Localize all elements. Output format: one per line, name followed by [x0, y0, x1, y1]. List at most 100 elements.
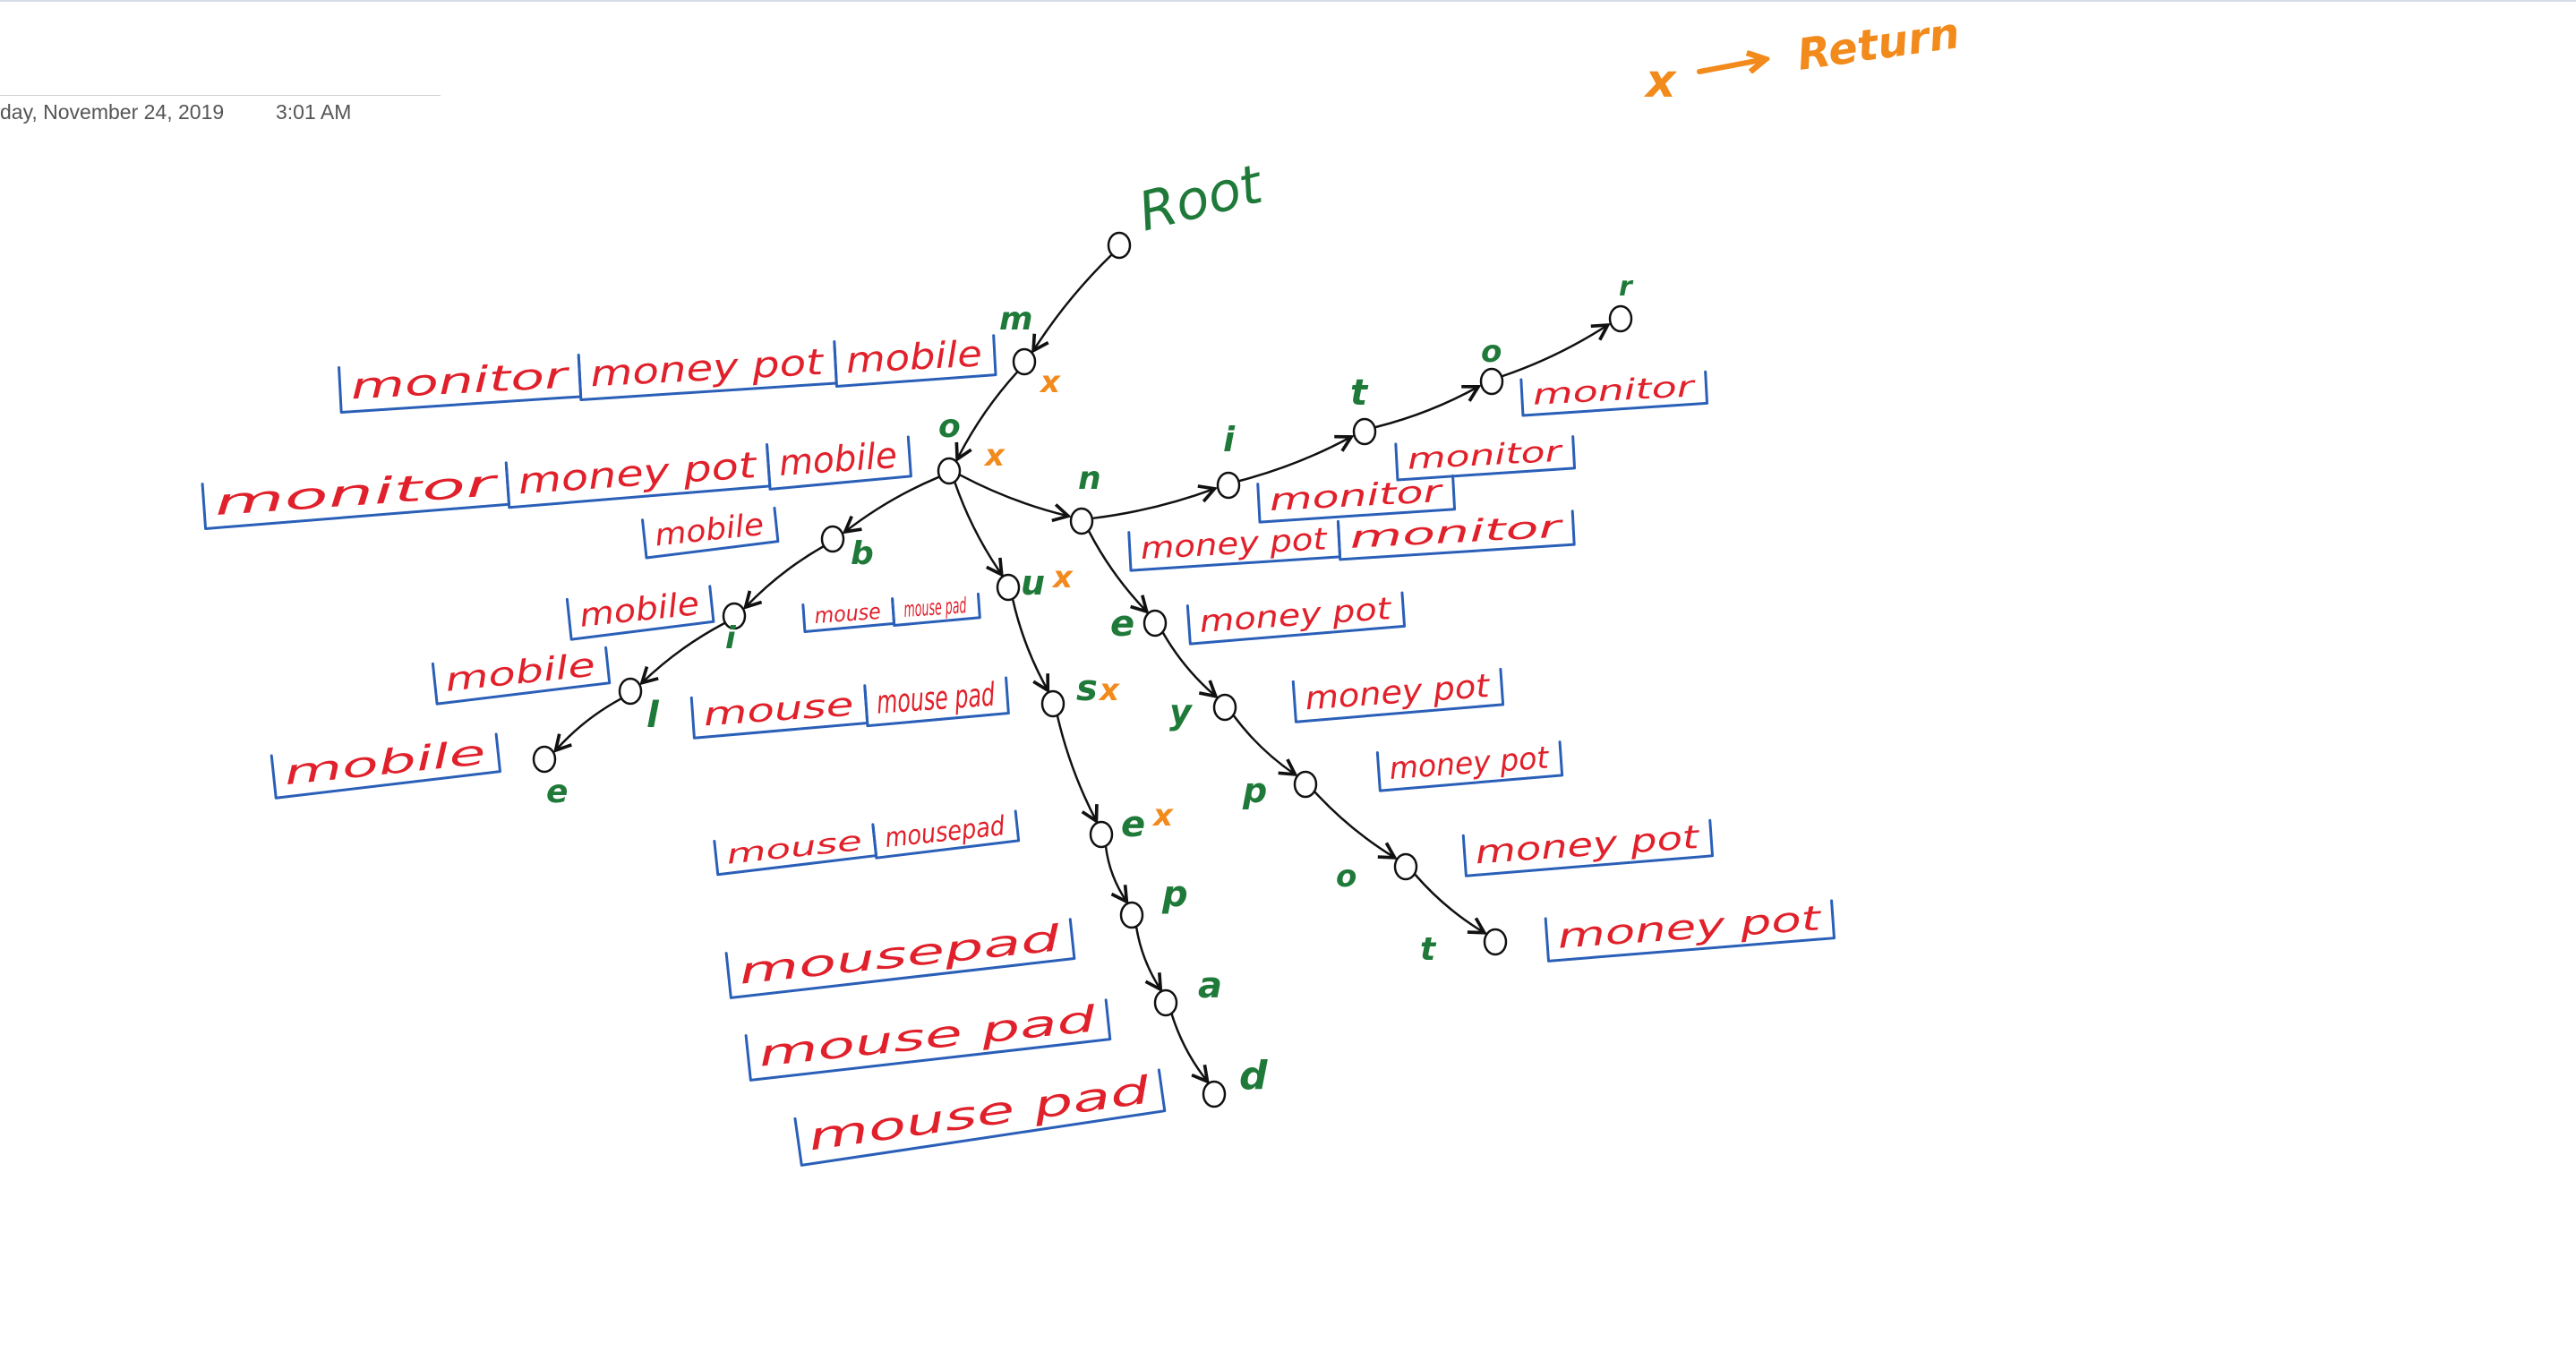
suggestion-word: monitor [1348, 509, 1564, 555]
trie-nodes [532, 231, 1633, 1108]
suggestion-list-l: mobile [431, 646, 612, 706]
suggestion-bracket [270, 732, 502, 800]
node-letter-m: m [999, 301, 1033, 338]
suggestion-word: mouse pad [806, 1068, 1153, 1159]
edge-e2-p1 [1104, 844, 1126, 902]
edge-s-e2 [1056, 714, 1097, 821]
node-d [1202, 1080, 1227, 1108]
edge-o3-t2 [1414, 873, 1485, 933]
node-letter-o: o [938, 408, 961, 445]
suggestion-word: mobile [777, 435, 898, 484]
node-letter-e2: e [1121, 804, 1145, 845]
suggestion-bracket [1375, 740, 1564, 792]
node-n [1069, 507, 1094, 535]
suggestion-word: monitor [213, 463, 501, 524]
trie-edges [556, 253, 1608, 1082]
suggestion-list-p1: mousepad [724, 918, 1076, 999]
suggestion-bracket [891, 592, 981, 627]
page-header: day, November 24, 2019 3:01 AM [0, 82, 441, 136]
node-letter-u: u [1021, 563, 1045, 603]
suggestion-bracket [1544, 899, 1836, 963]
node-letter-t2: t [1420, 931, 1437, 968]
suggestion-bracket [766, 435, 912, 491]
legend-arrow [1697, 59, 1766, 74]
node-letter-s: s [1076, 668, 1098, 709]
node-o2 [1479, 367, 1504, 396]
suggestion-word: monitor [1407, 434, 1564, 476]
node-letter-i1: i [725, 620, 737, 656]
node-letter-t1: t [1350, 372, 1369, 414]
suggestion-list-u: mouse mouse pad [801, 592, 981, 633]
node-t1 [1352, 417, 1377, 446]
node-o [937, 457, 962, 485]
node-i2 [1216, 471, 1241, 500]
node-letter-l: l [646, 695, 660, 736]
suggestion-bracket [1336, 509, 1576, 561]
node-letter-y: y [1169, 692, 1194, 732]
suggestion-list-t2: money pot [1544, 898, 1836, 963]
node-m [1012, 347, 1037, 376]
edge-y-p2 [1232, 715, 1295, 774]
edge-u-s [1011, 597, 1048, 690]
node-b [820, 525, 845, 553]
node-u [996, 573, 1021, 602]
suggestion-word: mobile [443, 647, 596, 699]
root-label: Root [1133, 152, 1271, 244]
suggestion-bracket [1519, 370, 1709, 417]
suggestion-bracket [833, 334, 997, 388]
node-y [1212, 693, 1237, 722]
node-letter-e1: e [546, 774, 568, 810]
edge-i2-t1 [1238, 437, 1351, 483]
edge-b-i1 [746, 545, 825, 608]
suggestion-word: mouse [814, 599, 882, 629]
node-i1 [722, 602, 747, 630]
suggestion-bracket [1394, 435, 1577, 482]
suggestion-word: money pot [1388, 740, 1551, 786]
suggestion-word: mouse pad [876, 677, 997, 722]
edge-o-u [954, 481, 1001, 574]
node-o3 [1393, 852, 1418, 881]
suggestion-list-a: mouse pad [744, 998, 1112, 1082]
suggestion-word: money pot [1556, 898, 1824, 956]
suggestion-bracket [724, 918, 1076, 999]
suggestion-bracket [793, 1068, 1167, 1167]
node-e2 [1089, 820, 1114, 849]
legend-marker: x [1643, 55, 1677, 108]
node-letter-b: b [851, 535, 874, 572]
suggestion-list-i2: monitor [1256, 474, 1457, 524]
suggestion-bracket [863, 676, 1010, 728]
node-letter-p2: p [1242, 771, 1267, 810]
node-a [1153, 988, 1178, 1017]
node-letter-o2: o [1481, 334, 1502, 370]
suggestion-word: mobile [578, 586, 701, 635]
suggestion-bracket [1185, 591, 1407, 646]
return-marker-m: x [1039, 364, 1061, 400]
edge-n-e3 [1087, 530, 1146, 612]
return-marker-e2: x [1151, 798, 1174, 834]
suggestion-bracket [744, 998, 1112, 1082]
suggestion-word: mouse pad [903, 593, 968, 622]
suggestion-list-e1: mobile [270, 732, 502, 800]
node-letter-i2: i [1223, 420, 1236, 459]
window-top-border [0, 0, 2576, 2]
header-divider [0, 95, 441, 96]
edge-p2-o3 [1314, 791, 1395, 858]
node-p2 [1293, 770, 1318, 799]
edge-a-d [1170, 1013, 1208, 1081]
suggestion-list-i1: mobile [565, 585, 715, 641]
suggestion-word: money pot [1474, 819, 1702, 872]
edge-i1-l [642, 621, 725, 682]
return-marker-o: x [983, 438, 1006, 474]
node-letter-a: a [1198, 965, 1222, 1006]
node-t2 [1483, 928, 1508, 956]
node-p1 [1119, 901, 1144, 929]
legend: x Return [1643, 8, 1963, 108]
suggestion-list-o2: monitor [1519, 369, 1709, 417]
suggestion-list-o3: money pot [1461, 818, 1715, 877]
page-time: 3:01 AM [276, 100, 352, 124]
